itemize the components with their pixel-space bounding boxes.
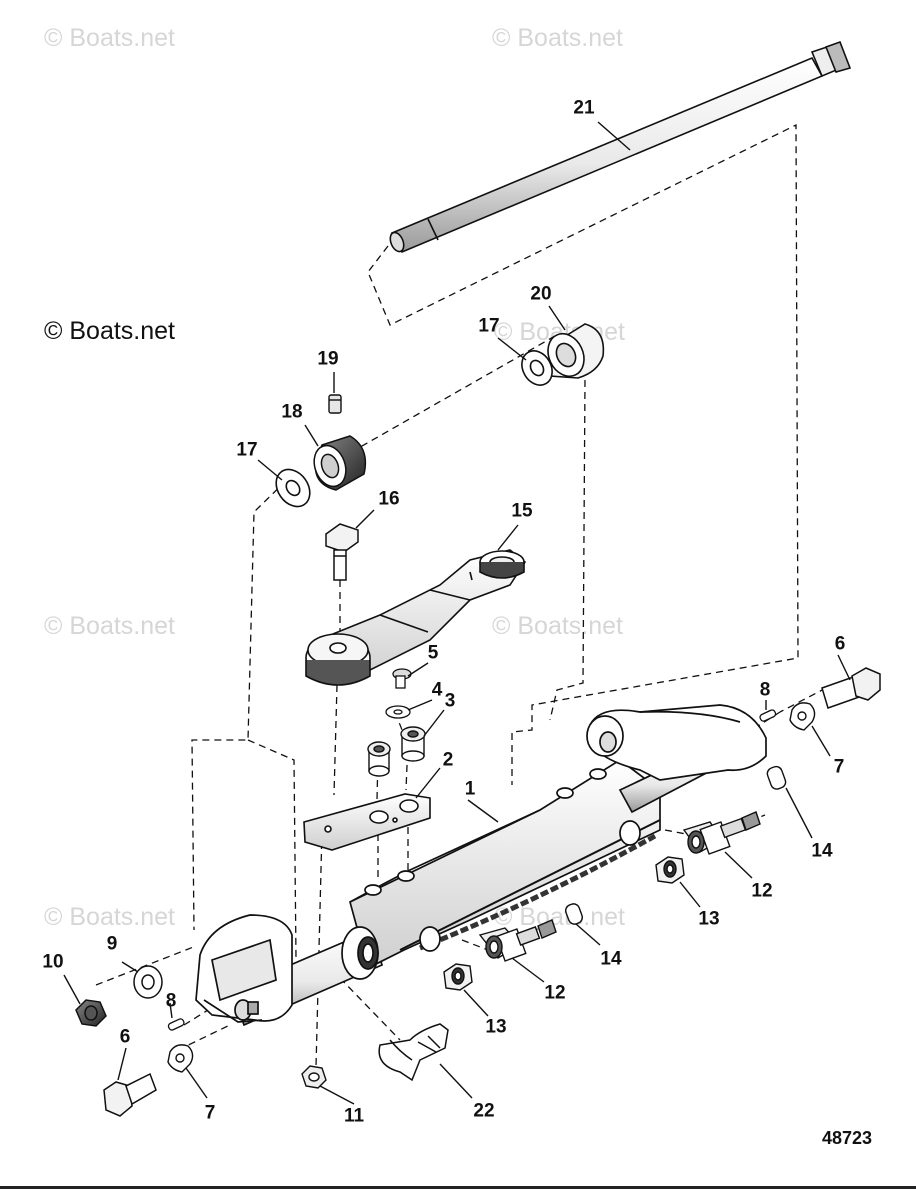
knurled-nut-18 — [313, 435, 367, 491]
washer-17-upper — [521, 350, 553, 386]
rod-21 — [389, 40, 852, 254]
screw-5 — [392, 668, 412, 689]
callout-19: 19 — [317, 348, 339, 370]
cylinder-1 — [195, 704, 767, 1027]
callout-21: 21 — [573, 97, 595, 119]
nut-13-upper — [655, 856, 685, 884]
bushing-20 — [547, 323, 605, 379]
callout-22: 22 — [473, 1100, 495, 1122]
callout-13-upper: 13 — [698, 908, 720, 930]
callout-8-right: 8 — [759, 679, 771, 701]
rod-guard-22 — [378, 1023, 449, 1082]
washer-17-lower — [275, 468, 311, 508]
callout-5: 5 — [427, 642, 439, 664]
callout-3: 3 — [444, 690, 456, 712]
washer-9 — [133, 965, 163, 999]
callout-2: 2 — [442, 749, 454, 771]
bushing-3-right — [400, 726, 426, 762]
bolt-6-left — [103, 1072, 157, 1117]
callout-17-upper: 17 — [478, 315, 500, 337]
fitting-12-lower — [478, 919, 557, 962]
callout-12-upper: 12 — [751, 880, 773, 902]
bottom-divider — [0, 1186, 916, 1189]
callout-14-upper: 14 — [811, 840, 833, 862]
callout-6-right: 6 — [834, 633, 846, 655]
pin-8-left — [167, 1018, 185, 1031]
callout-1: 1 — [464, 778, 476, 800]
bolt-16 — [325, 523, 359, 581]
callout-18: 18 — [281, 401, 303, 423]
callout-17-lower: 17 — [236, 439, 258, 461]
callout-6-left: 6 — [119, 1026, 131, 1048]
watermark-bottom-left: © Boats.net — [44, 903, 175, 931]
watermark-center-right: © Boats.net — [492, 612, 623, 640]
figure-number: 48723 — [822, 1128, 873, 1148]
callout-8-left: 8 — [165, 990, 177, 1012]
callout-16: 16 — [378, 488, 400, 510]
steering-arm-15 — [305, 549, 527, 686]
plate-2 — [303, 793, 431, 851]
bolt-6-right — [821, 667, 881, 709]
callout-7-right: 7 — [833, 756, 845, 778]
callout-20: 20 — [530, 283, 552, 305]
cap-14-lower — [564, 903, 584, 925]
callout-10: 10 — [42, 951, 64, 973]
callout-7-left: 7 — [204, 1102, 216, 1124]
pin-8-right — [759, 709, 777, 722]
nut-13-lower — [443, 963, 473, 991]
washer-4 — [385, 705, 411, 719]
bushing-3-left — [367, 741, 391, 777]
watermark-top-right: © Boats.net — [492, 24, 623, 52]
callout-11: 11 — [343, 1105, 365, 1127]
callout-4: 4 — [431, 679, 443, 701]
watermark-top-left: © Boats.net — [44, 24, 175, 52]
callout-12-lower: 12 — [544, 982, 566, 1004]
cap-14-upper — [766, 765, 787, 790]
callout-14-lower: 14 — [600, 948, 622, 970]
watermark-center-left: © Boats.net — [44, 612, 175, 640]
watermark-main: © Boats.net — [44, 317, 175, 345]
clip-7-right — [789, 702, 816, 731]
fitting-12-upper — [682, 811, 761, 855]
nut-11 — [301, 1065, 327, 1089]
callout-15: 15 — [511, 500, 533, 522]
callout-13-lower: 13 — [485, 1016, 507, 1038]
clip-7-left — [167, 1044, 194, 1073]
callout-9: 9 — [106, 933, 118, 955]
nut-10 — [75, 999, 107, 1027]
set-screw-19 — [328, 394, 342, 414]
